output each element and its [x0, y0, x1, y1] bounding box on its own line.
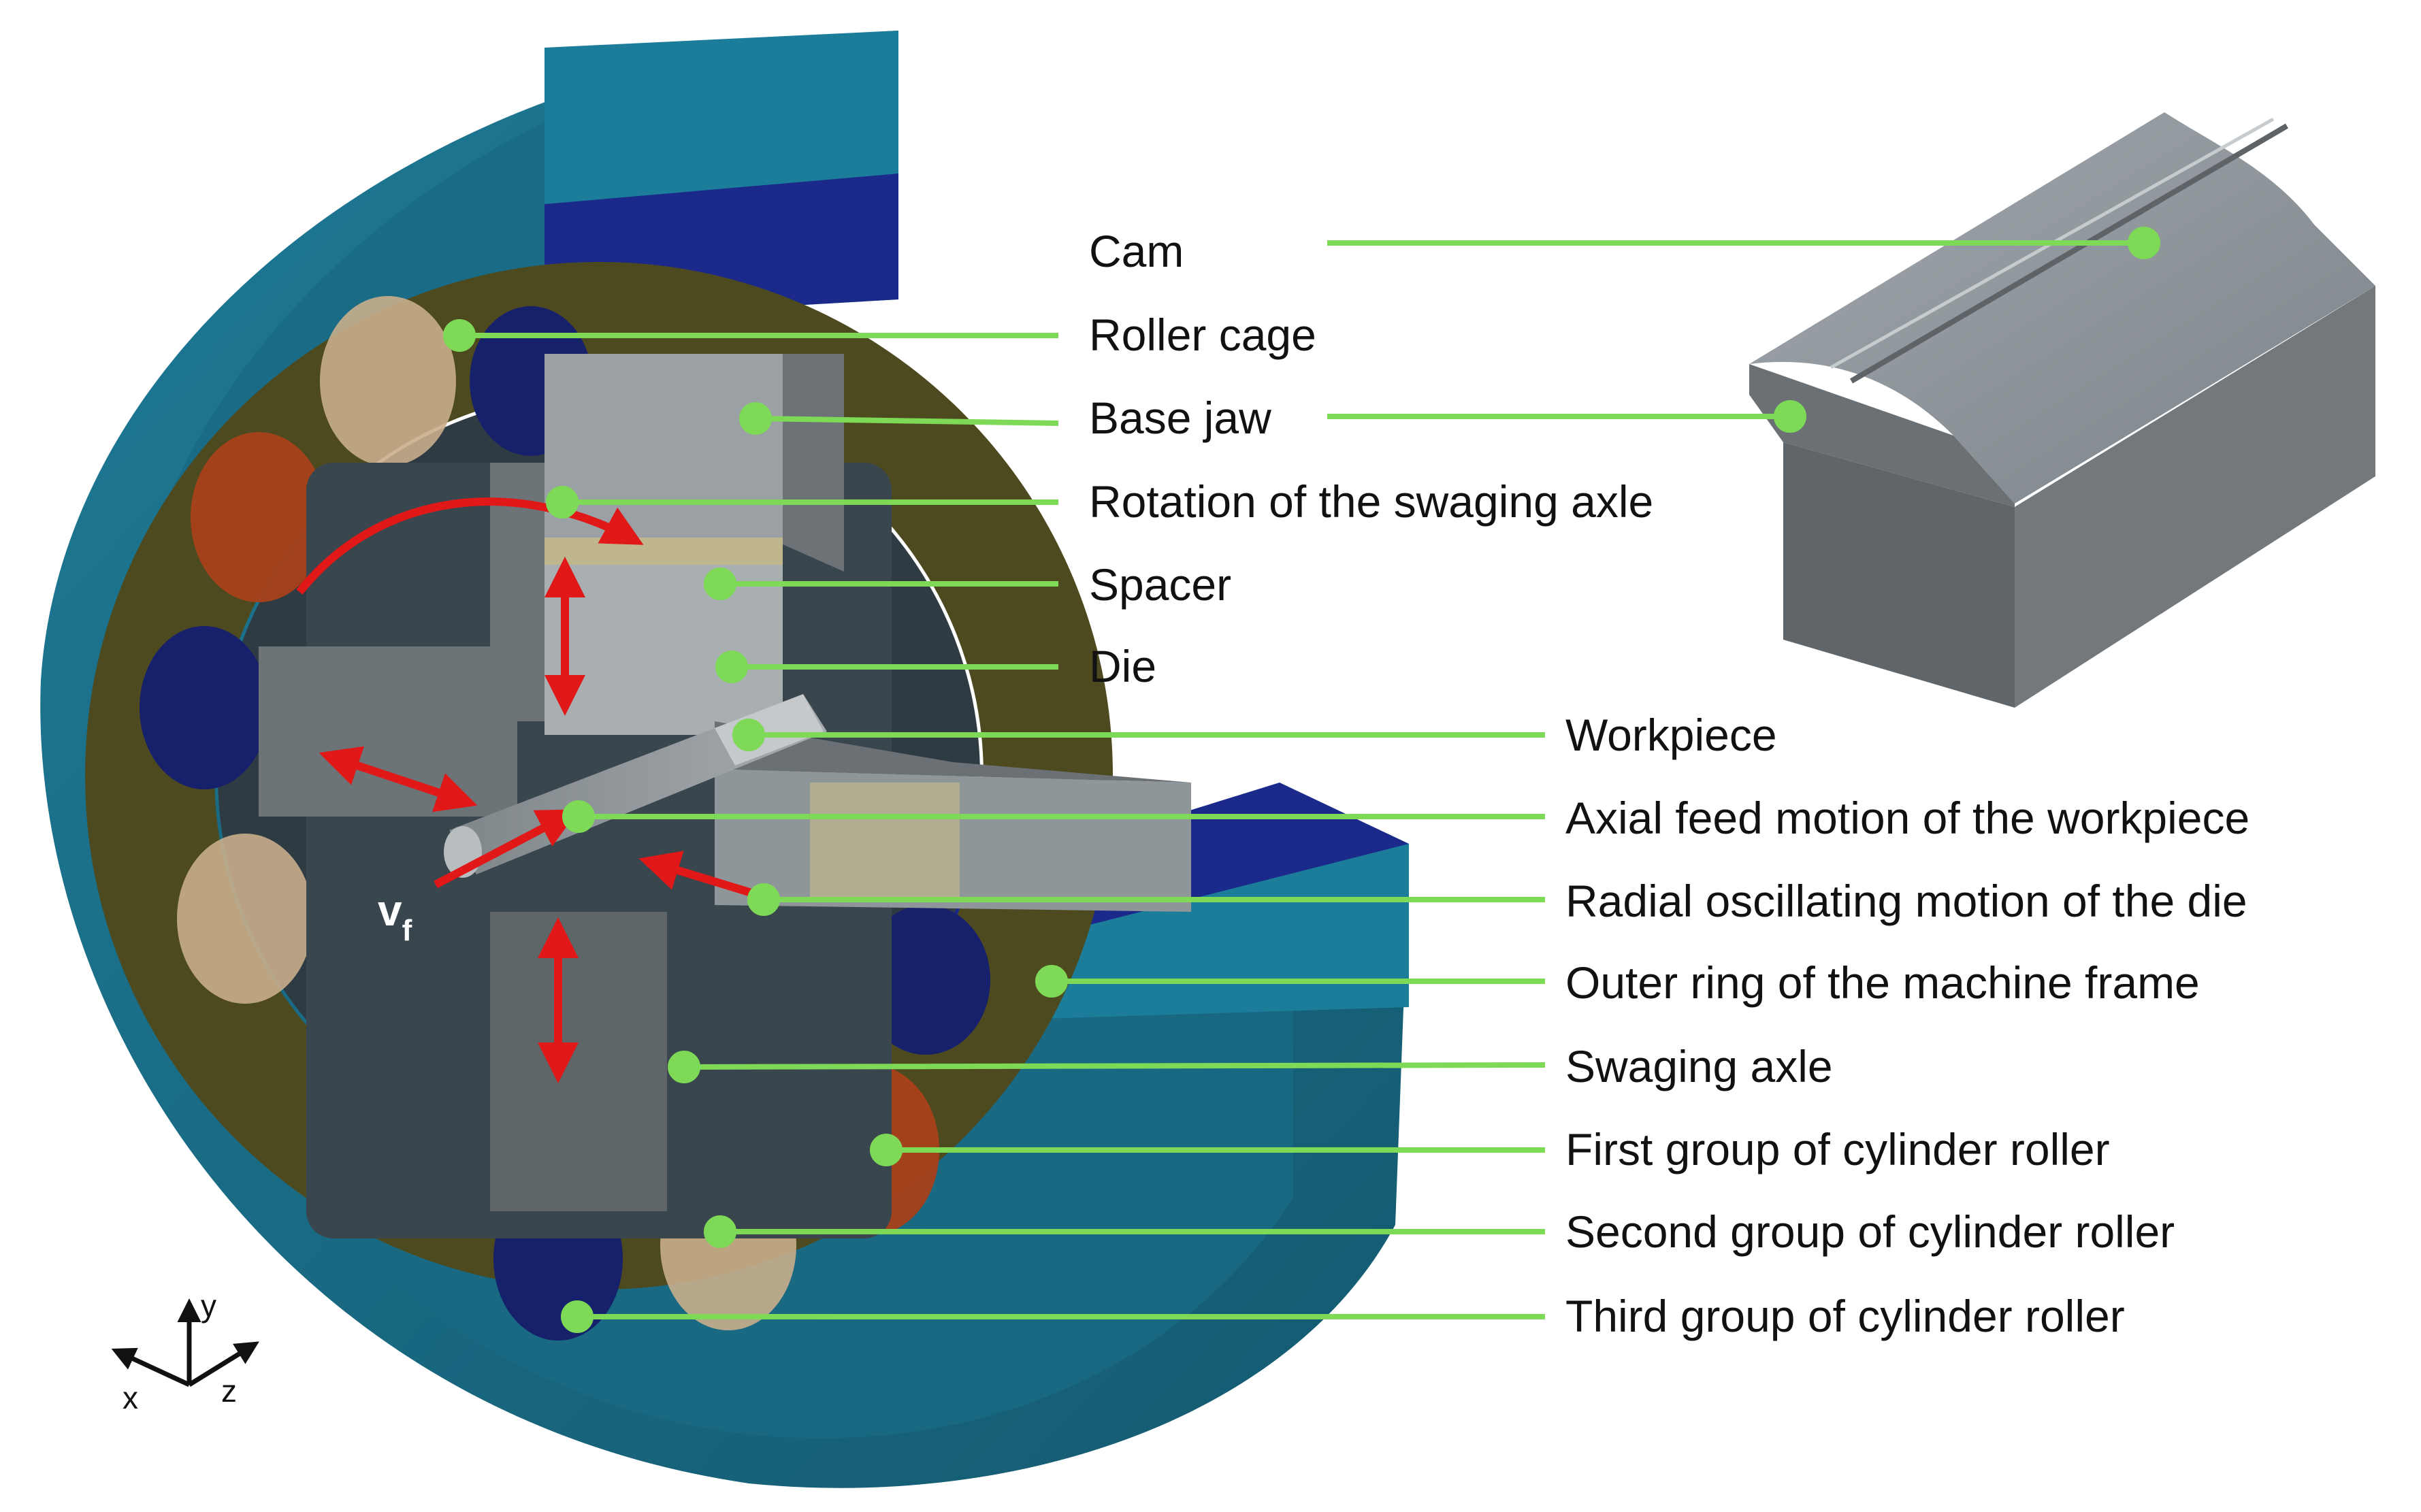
roller-navy [140, 626, 269, 789]
label-outer-ring: Outer ring of the machine frame [1565, 957, 2200, 1008]
leader-dot-base-jaw [739, 402, 772, 435]
labels: Cam Roller cage Base jaw Rotation of the… [1089, 226, 2249, 1341]
feed-arrow [434, 809, 579, 889]
label-axial-feed: Axial feed motion of the workpiece [1565, 793, 2249, 843]
label-spacer: Spacer [1089, 559, 1231, 610]
die-oscillation-arrow-left [319, 746, 478, 812]
cam-lip [1749, 364, 2015, 507]
axle-arm-left [259, 646, 517, 817]
motion-arrows [296, 497, 770, 1083]
leader-dot-rotation [546, 486, 579, 519]
label-roller-cage: Roller cage [1089, 310, 1316, 360]
axis-z-line [188, 1341, 259, 1387]
spacer-top [545, 538, 783, 565]
leader-dot-die [715, 651, 748, 683]
leader-dot-second-group [704, 1215, 736, 1248]
axle-arm-bottom [490, 912, 667, 1211]
rotation-arrow [296, 497, 644, 595]
label-die: Die [1089, 641, 1156, 691]
leader-dot-workpiece [732, 719, 765, 751]
leader-dot-cam [2128, 227, 2160, 259]
label-swaging-axle: Swaging axle [1565, 1041, 1833, 1091]
leader-base-jaw [755, 416, 1059, 426]
leader-dot-roller-cage [443, 319, 476, 352]
cam-side-face [1783, 442, 2015, 708]
label-rotation: Rotation of the swaging axle [1089, 476, 1653, 527]
leader-dot-base-jaw-cam [1774, 400, 1806, 433]
axis-z-label: z [221, 1373, 237, 1409]
axis-x-line [111, 1347, 191, 1387]
label-third-group: Third group of cylinder roller [1565, 1291, 2125, 1341]
cam-groove [1849, 123, 2289, 384]
label-radial-osc: Radial oscillating motion of the die [1565, 876, 2247, 926]
cam-top-profile [1749, 112, 2375, 504]
leader-lines [443, 227, 2160, 1333]
roller-navy [861, 905, 990, 1055]
roller-orange [191, 432, 327, 602]
leader-dot-outer-ring [1035, 965, 1068, 998]
roller-beige [177, 834, 313, 1004]
die-top [545, 565, 783, 735]
spacer-right [810, 783, 960, 898]
base-jaw-top [545, 354, 844, 735]
leader-dot-third-group [561, 1300, 594, 1333]
leader-dot-axial-feed [562, 800, 595, 833]
roller-beige [320, 296, 456, 466]
label-cam: Cam [1089, 226, 1184, 276]
label-second-group: Second group of cylinder roller [1565, 1206, 2175, 1257]
cam-front-face [2015, 286, 2375, 708]
leader-swaging-axle [683, 1062, 1546, 1070]
feed-velocity-symbol: vf [378, 886, 412, 947]
leader-dot-spacer [704, 568, 736, 600]
die-oscillation-arrow-right [638, 851, 770, 902]
leader-dot-first-group [870, 1134, 903, 1166]
leader-dot-swaging-axle [668, 1051, 700, 1083]
cam-part [1749, 112, 2375, 708]
machine-assembly: vf [40, 31, 1410, 1488]
coordinate-axes [111, 1298, 259, 1387]
leader-dot-radial-osc [747, 883, 780, 916]
label-first-group: First group of cylinder roller [1565, 1124, 2110, 1174]
label-workpiece: Workpiece [1565, 710, 1777, 760]
axis-y-label: y [201, 1288, 216, 1324]
axis-x-label: x [123, 1380, 138, 1415]
label-base-jaw: Base jaw [1089, 393, 1271, 443]
base-jaw-right [715, 721, 1191, 912]
